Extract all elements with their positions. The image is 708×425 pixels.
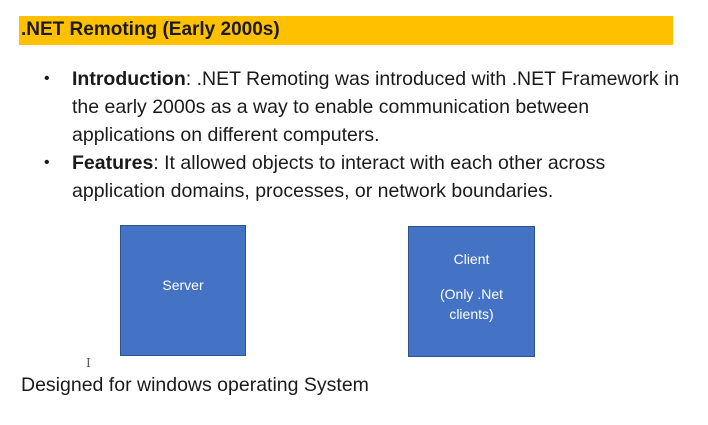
bullet-text: : It allowed objects to interact with ea… xyxy=(72,152,606,202)
bullet-term: Introduction xyxy=(72,68,186,90)
client-note: (Only .Net clients) xyxy=(439,286,503,322)
footer-note: Designed for windows operating System xyxy=(21,374,369,396)
bullet-features: • Features: It allowed objects to intera… xyxy=(44,149,694,205)
server-label: Server xyxy=(162,277,204,293)
client-label: Client xyxy=(453,251,490,267)
client-box: Client (Only .Net clients) xyxy=(408,226,535,357)
text-cursor-icon: I xyxy=(86,356,91,370)
bullet-dot-icon: • xyxy=(44,154,50,171)
server-box: Server xyxy=(120,225,246,356)
bullet-term: Features xyxy=(72,152,154,174)
bullet-dot-icon: • xyxy=(44,70,50,87)
bullet-introduction: • Introduction: .NET Remoting was introd… xyxy=(44,65,694,149)
bullet-text: : .NET Remoting was introduced with .NET… xyxy=(72,68,680,146)
title-banner: .NET Remoting (Early 2000s) xyxy=(19,16,673,45)
bullet-list: • Introduction: .NET Remoting was introd… xyxy=(44,65,694,205)
slide-title: .NET Remoting (Early 2000s) xyxy=(21,19,280,40)
